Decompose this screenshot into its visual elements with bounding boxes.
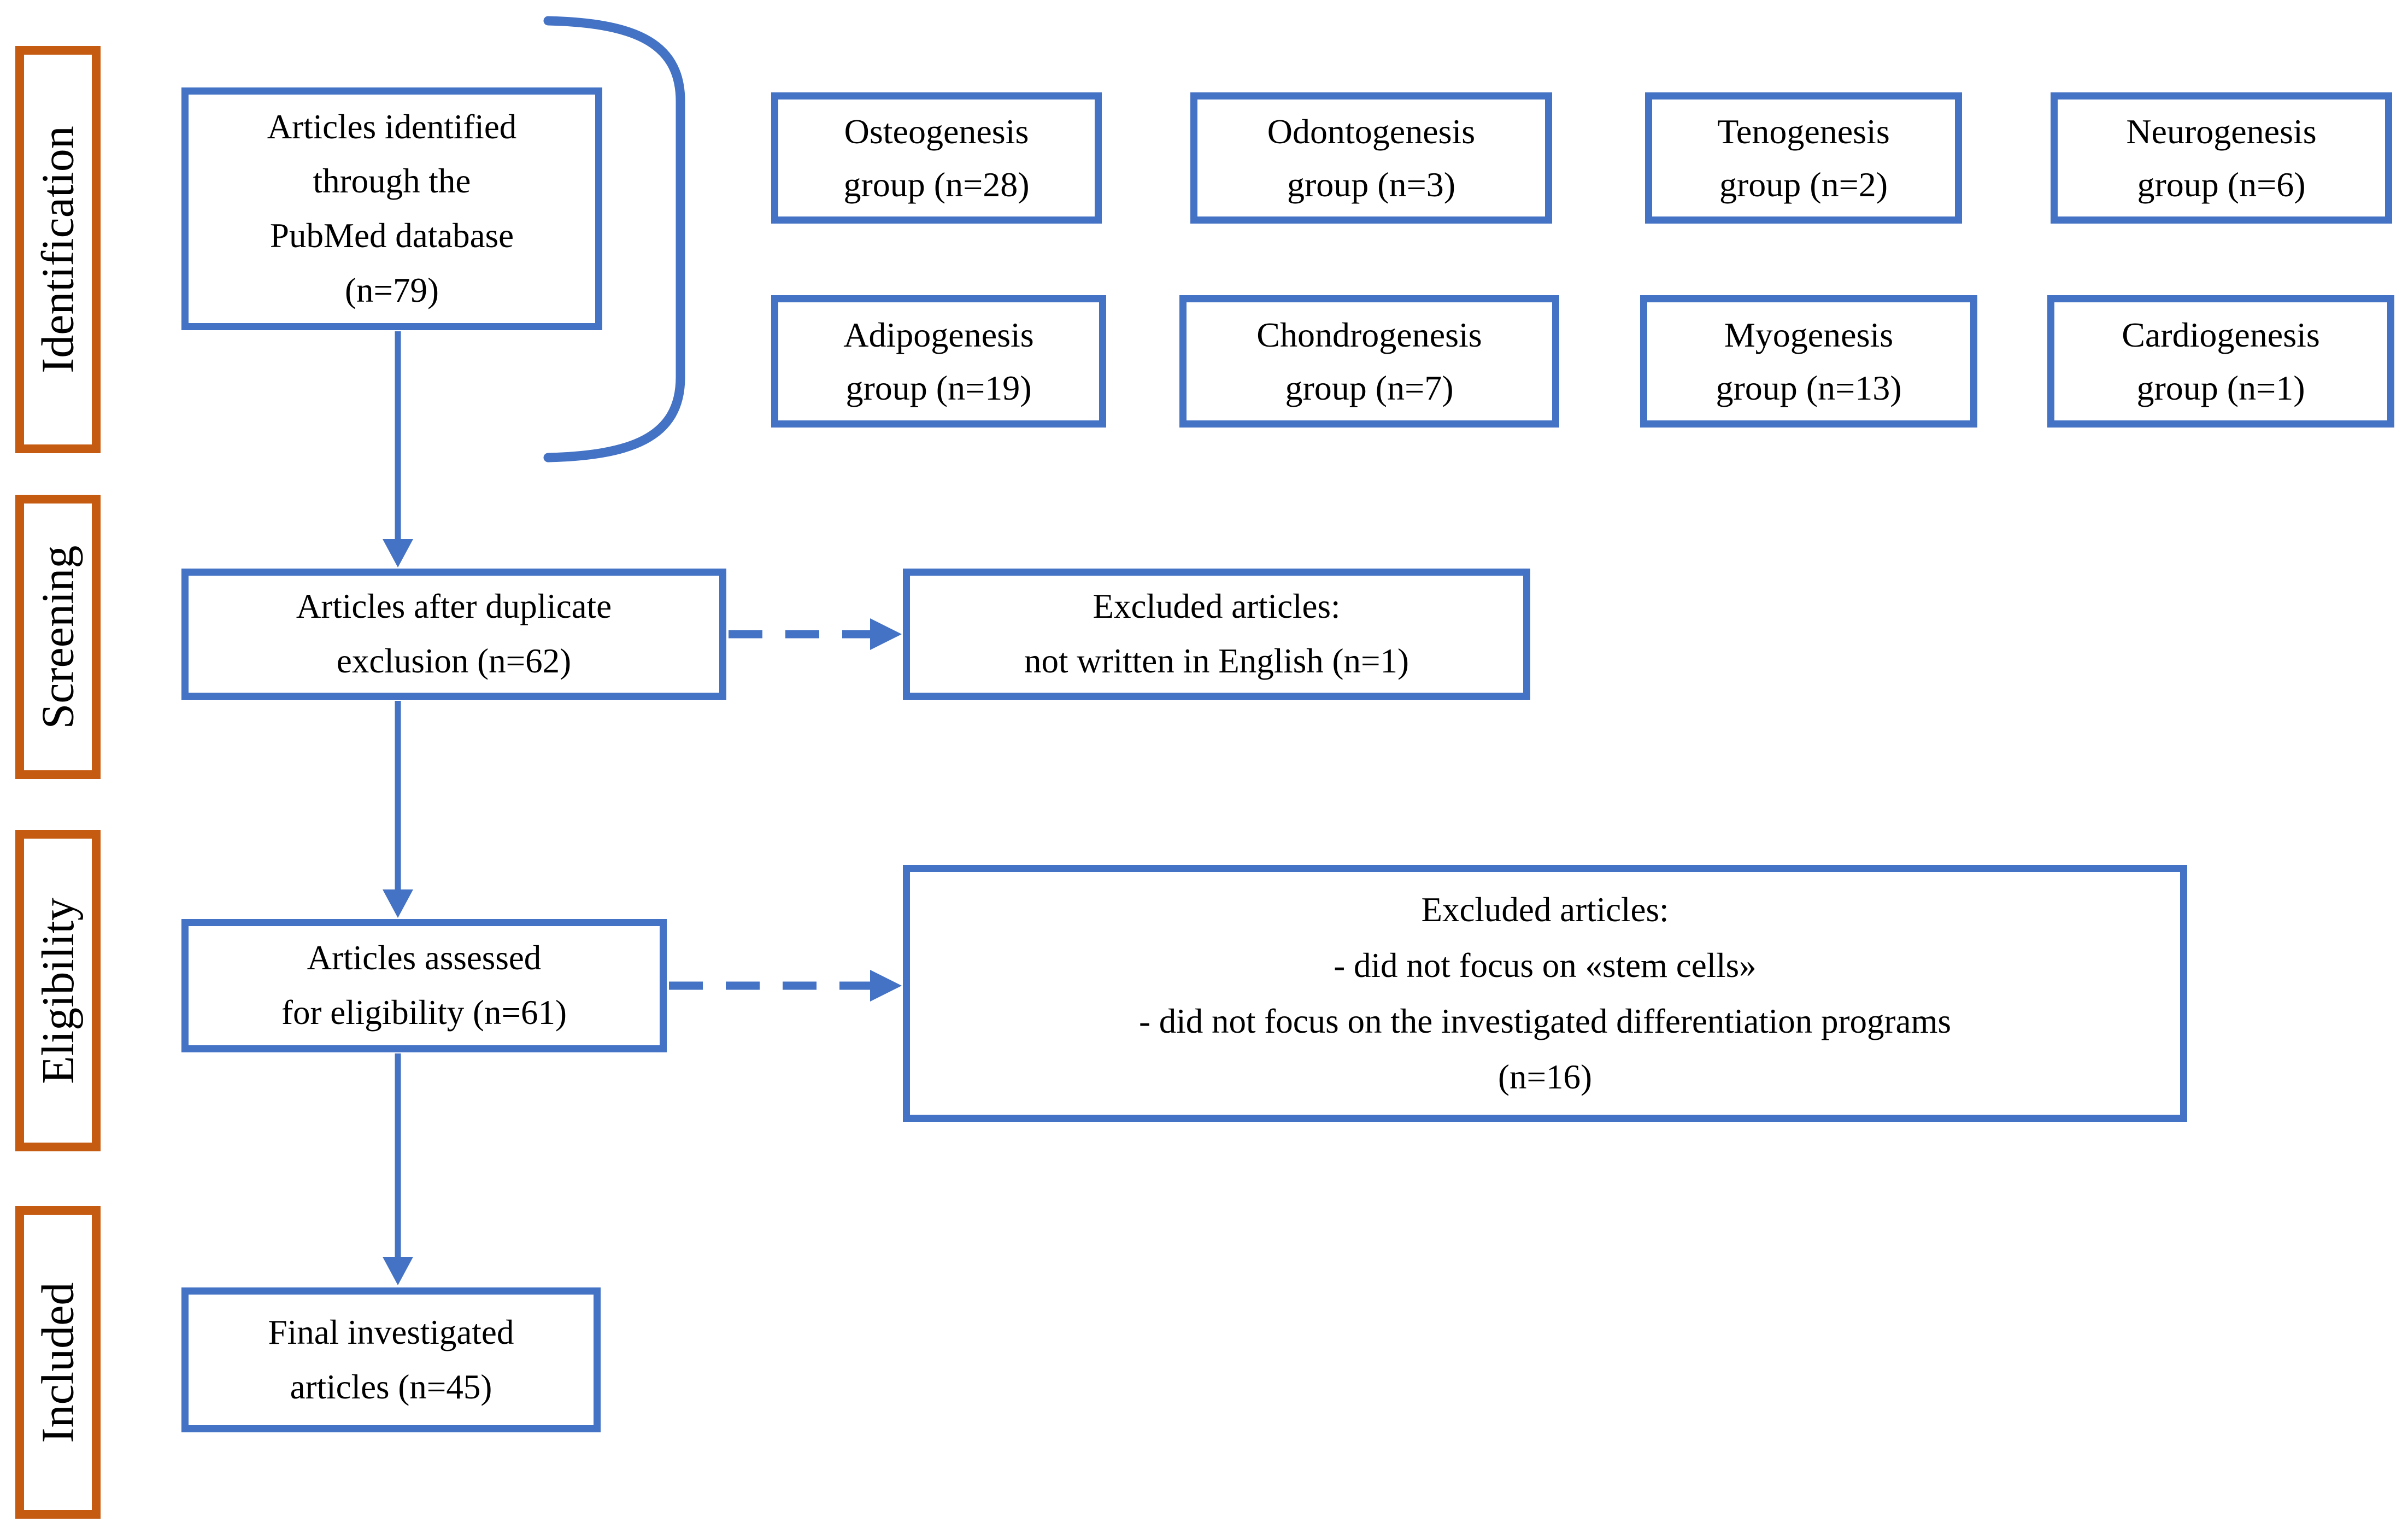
grouping-bracket xyxy=(543,16,685,463)
flow-box-final-included: Final investigated articles (n=45) xyxy=(181,1287,601,1432)
box-text-line: through the xyxy=(313,162,471,201)
stage-label-text: Identification xyxy=(32,126,84,373)
group-box-chondrogenesis: Chondrogenesis group (n=7) xyxy=(1179,295,1559,428)
group-box-neurogenesis: Neurogenesis group (n=6) xyxy=(2051,92,2392,224)
flow-box-after-duplicates: Articles after duplicate exclusion (n=62… xyxy=(181,569,726,700)
excluded-box-eligibility: Excluded articles: - did not focus on «s… xyxy=(903,865,2187,1122)
stage-label-text: Eligibility xyxy=(32,897,84,1084)
group-box-odontogenesis: Odontogenesis group (n=3) xyxy=(1190,92,1552,224)
stage-label-identification: Identification xyxy=(15,46,101,453)
flow-box-assessed: Articles assessed for eligibility (n=61) xyxy=(181,919,667,1052)
box-text-line: Osteogenesis xyxy=(844,112,1029,151)
box-text-line: Excluded articles: xyxy=(1421,890,1669,929)
box-text-line: Odontogenesis xyxy=(1267,112,1476,151)
box-text-line: group (n=6) xyxy=(2137,165,2306,204)
box-text-line: exclusion (n=62) xyxy=(336,642,572,680)
box-text-line: Final investigated xyxy=(268,1313,514,1351)
stage-label-eligibility: Eligibility xyxy=(15,830,101,1151)
box-text-line: Excluded articles: xyxy=(1093,587,1341,626)
box-text-line: PubMed database xyxy=(269,216,514,255)
excluded-box-screening: Excluded articles: not written in Englis… xyxy=(903,569,1530,700)
box-text-line: Articles assessed xyxy=(307,939,542,977)
arrow-assessed-to-final xyxy=(383,1053,413,1285)
group-box-cardiogenesis: Cardiogenesis group (n=1) xyxy=(2047,295,2394,428)
stage-label-included: Included xyxy=(15,1206,101,1519)
box-text-line: not written in English (n=1) xyxy=(1024,642,1409,680)
box-text-line: group (n=28) xyxy=(843,165,1030,204)
flow-box-identified: Articles identified through the PubMed d… xyxy=(181,87,602,330)
arrow-identified-to-duplicates xyxy=(383,331,413,567)
box-text-line: for eligibility (n=61) xyxy=(281,993,567,1032)
box-text-line: Adipogenesis xyxy=(843,315,1034,354)
box-text-line: (n=79) xyxy=(345,271,439,309)
group-box-tenogenesis: Tenogenesis group (n=2) xyxy=(1645,92,1962,224)
box-text-line: Articles identified xyxy=(267,107,517,146)
box-text-line: group (n=3) xyxy=(1287,165,1456,204)
stage-label-screening: Screening xyxy=(15,495,101,779)
box-text-line: Myogenesis xyxy=(1724,315,1894,354)
group-box-myogenesis: Myogenesis group (n=13) xyxy=(1640,295,1977,428)
box-text-line: Chondrogenesis xyxy=(1256,315,1482,354)
box-text-line: Articles after duplicate xyxy=(296,587,612,626)
box-text-line: Tenogenesis xyxy=(1717,112,1890,151)
box-text-line: group (n=2) xyxy=(1719,165,1888,204)
box-text-line: group (n=7) xyxy=(1285,368,1454,407)
group-box-adipogenesis: Adipogenesis group (n=19) xyxy=(771,295,1106,428)
box-text-line: Cardiogenesis xyxy=(2122,315,2320,354)
box-text-line: articles (n=45) xyxy=(290,1367,492,1406)
dashed-arrow-screening-exclusion xyxy=(729,618,902,650)
stage-label-text: Included xyxy=(32,1282,84,1443)
box-text-line: - did not focus on the investigated diff… xyxy=(1139,1002,1951,1040)
box-text-line: - did not focus on «stem cells» xyxy=(1334,946,1757,985)
arrow-duplicates-to-assessed xyxy=(383,701,413,918)
stage-label-text: Screening xyxy=(32,545,84,729)
box-text-line: Neurogenesis xyxy=(2126,112,2317,151)
box-text-line: group (n=19) xyxy=(845,368,1032,407)
box-text-line: group (n=13) xyxy=(1716,368,1902,407)
box-text-line: group (n=1) xyxy=(2136,368,2305,407)
group-box-osteogenesis: Osteogenesis group (n=28) xyxy=(771,92,1102,224)
dashed-arrow-eligibility-exclusion xyxy=(669,970,902,1002)
box-text-line: (n=16) xyxy=(1498,1058,1592,1097)
